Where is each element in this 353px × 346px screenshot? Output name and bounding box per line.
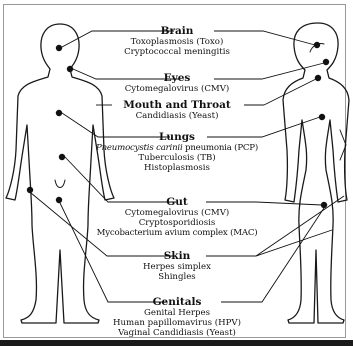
mouth-throat-section: Mouth and Throat Candidiasis (Yeast) bbox=[96, 99, 258, 121]
brain-heading: Brain bbox=[96, 25, 258, 37]
female-mouth-dot bbox=[315, 75, 321, 81]
skin-heading: Skin bbox=[96, 250, 258, 262]
skin-condition: Shingles bbox=[96, 272, 258, 282]
male-genital-dot bbox=[56, 197, 62, 203]
lungs-condition-rest: pneumonia (PCP) bbox=[183, 143, 259, 153]
gut-condition: Mycobacterium avium complex (MAC) bbox=[96, 228, 258, 238]
skin-condition: Herpes simplex bbox=[96, 262, 258, 272]
skin-section: Skin Herpes simplex Shingles bbox=[96, 250, 258, 282]
lungs-condition: Histoplasmosis bbox=[96, 163, 258, 173]
male-gut-dot bbox=[59, 154, 65, 160]
male-lung-dot bbox=[56, 110, 62, 116]
genitals-section: Genitals Genital Herpes Human papillomav… bbox=[96, 296, 258, 338]
mouth-throat-heading: Mouth and Throat bbox=[96, 99, 258, 111]
genitals-heading: Genitals bbox=[96, 296, 258, 308]
lungs-condition: Tuberculosis (TB) bbox=[96, 153, 258, 163]
brain-condition: Cryptococcal meningitis bbox=[96, 47, 258, 57]
female-eye-dot bbox=[323, 59, 329, 65]
lungs-condition-italic: Pneumocystis carinii bbox=[96, 143, 183, 153]
genitals-condition: Genital Herpes bbox=[96, 308, 258, 318]
female-figure-outline bbox=[283, 23, 349, 323]
brain-section: Brain Toxoplasmosis (Toxo) Cryptococcal … bbox=[96, 25, 258, 57]
female-figure bbox=[283, 23, 349, 323]
mouth-throat-condition: Candidiasis (Yeast) bbox=[96, 111, 258, 121]
genitals-condition: Human papillomavirus (HPV) bbox=[96, 318, 258, 328]
gut-condition: Cryptosporidiosis bbox=[96, 218, 258, 228]
gut-condition: Cytomegalovirus (CMV) bbox=[96, 208, 258, 218]
genitals-condition: Vaginal Candidiasis (Yeast) bbox=[96, 328, 258, 338]
eyes-heading: Eyes bbox=[96, 72, 258, 84]
brain-condition: Toxoplasmosis (Toxo) bbox=[96, 37, 258, 47]
lungs-heading: Lungs bbox=[96, 131, 258, 143]
gut-heading: Gut bbox=[96, 196, 258, 208]
bottom-edge-strip bbox=[0, 340, 353, 346]
female-organ-dots bbox=[314, 42, 329, 208]
eyes-section: Eyes Cytomegalovirus (CMV) bbox=[96, 72, 258, 94]
lungs-section: Lungs Pneumocystis carinii pneumonia (PC… bbox=[96, 131, 258, 173]
gut-section: Gut Cytomegalovirus (CMV) Cryptosporidio… bbox=[96, 196, 258, 238]
male-eye-dot bbox=[67, 66, 73, 72]
male-skin-dot bbox=[27, 187, 33, 193]
male-brain-dot bbox=[56, 45, 62, 51]
lungs-condition: Pneumocystis carinii pneumonia (PCP) bbox=[96, 143, 258, 153]
eyes-condition: Cytomegalovirus (CMV) bbox=[96, 84, 258, 94]
